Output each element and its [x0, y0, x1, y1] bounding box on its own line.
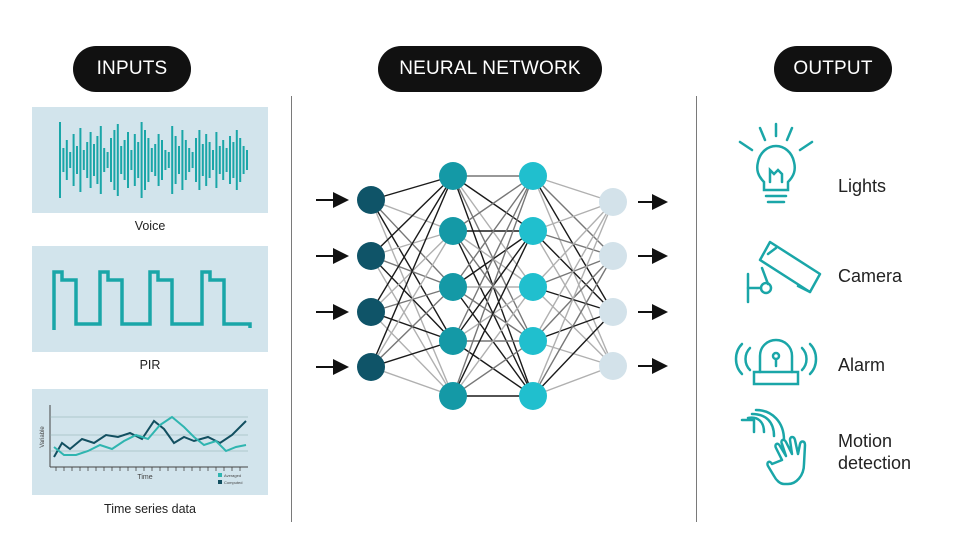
pir-panel — [32, 246, 268, 352]
network-node — [357, 242, 385, 270]
network-edge — [532, 175, 614, 203]
voice-caption: Voice — [134, 219, 166, 233]
chart-xlabel: Time — [137, 474, 152, 481]
output-label-camera: Camera — [838, 266, 903, 286]
network-edge — [370, 175, 454, 201]
legend-averaged: Averaged — [224, 473, 241, 478]
output-label-motion-line1: Motion — [838, 431, 893, 451]
left-divider — [291, 96, 292, 522]
network-header: NEURAL NETWORK — [378, 46, 602, 92]
network-edge — [532, 201, 614, 232]
pir-caption: PIR — [139, 358, 161, 372]
network-edge — [532, 365, 614, 397]
network-edge — [370, 366, 454, 397]
network-node — [599, 352, 627, 380]
legend-computed: Computed — [224, 480, 242, 485]
network-node — [519, 327, 547, 355]
network-edge — [532, 311, 614, 397]
network-edge — [452, 175, 534, 232]
network-edge — [370, 340, 454, 368]
network-node — [439, 273, 467, 301]
output-label-motion: Motion detection — [838, 430, 911, 474]
network-edge — [370, 175, 454, 313]
network-edge — [452, 175, 534, 397]
network-node — [439, 162, 467, 190]
network-edge — [370, 175, 454, 257]
network-node — [519, 162, 547, 190]
network-edge — [452, 340, 534, 397]
voice-panel — [32, 107, 268, 213]
output-label-alarm: Alarm — [838, 355, 886, 375]
network-node — [357, 353, 385, 381]
voice-waveform — [59, 122, 248, 198]
network-node — [519, 382, 547, 410]
network-edge — [532, 201, 614, 397]
right-divider — [696, 96, 697, 522]
network-edge — [452, 175, 534, 342]
chart-ylabel: Variable — [40, 426, 46, 448]
network-edge — [370, 230, 454, 368]
network-edge — [532, 201, 614, 288]
timeseries-chart: Variable Time Averaged Computed — [40, 405, 248, 485]
network-edge — [370, 286, 454, 368]
network-node — [357, 298, 385, 326]
timeseries-caption: Time series data — [104, 502, 196, 516]
network-edge — [452, 230, 534, 397]
pir-square-wave — [52, 270, 252, 330]
output-label-lights: Lights — [838, 176, 887, 196]
network-edge — [532, 201, 614, 342]
network-node — [439, 217, 467, 245]
timeseries-panel: Variable Time Averaged Computed — [32, 389, 268, 495]
network-node — [357, 186, 385, 214]
motion-hand-icon — [740, 408, 807, 486]
inputs-header: INPUTS — [73, 46, 191, 92]
network-edge — [532, 255, 614, 397]
output-header: OUTPUT — [774, 46, 892, 92]
network-node — [599, 188, 627, 216]
network-node — [439, 327, 467, 355]
light-bulb-icon — [738, 122, 814, 204]
network-node — [599, 242, 627, 270]
alarm-siren-icon — [734, 338, 818, 386]
network-edge — [370, 175, 454, 368]
security-camera-icon — [746, 240, 822, 304]
network-node — [599, 298, 627, 326]
network-node — [439, 382, 467, 410]
network-edge — [452, 286, 534, 397]
network-node — [519, 273, 547, 301]
network-node — [519, 217, 547, 245]
output-label-motion-line2: detection — [838, 453, 912, 473]
network-edge — [452, 175, 534, 288]
